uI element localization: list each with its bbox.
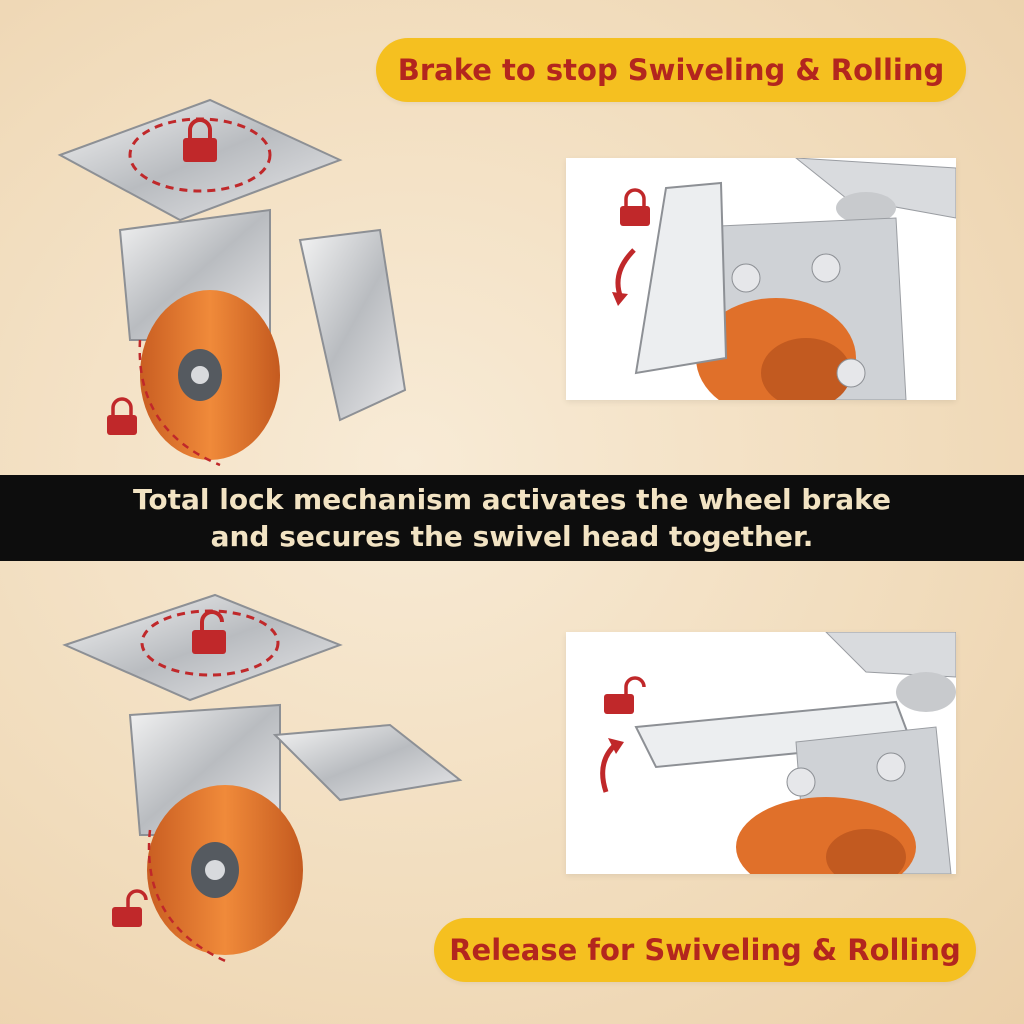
release-label-pill: Release for Swiveling & Rolling bbox=[434, 918, 976, 982]
brake-label: Brake to stop Swiveling & Rolling bbox=[397, 53, 945, 87]
padlock-open-icon bbox=[192, 610, 226, 654]
info-banner: Total lock mechanism activates the wheel… bbox=[0, 475, 1024, 561]
padlock-open-icon bbox=[112, 889, 148, 927]
brake-label-pill: Brake to stop Swiveling & Rolling bbox=[376, 38, 966, 102]
release-label: Release for Swiveling & Rolling bbox=[449, 933, 961, 967]
caster-locked-image bbox=[57, 98, 407, 467]
caster-released-image bbox=[62, 593, 463, 965]
curved-arrow-icon bbox=[600, 738, 624, 793]
padlock-closed-icon bbox=[183, 118, 217, 162]
padlock-closed-icon bbox=[107, 397, 137, 435]
brake-detail-locked-inset bbox=[566, 158, 956, 400]
banner-line-1: Total lock mechanism activates the wheel… bbox=[133, 483, 891, 516]
banner-line-2: and secures the swivel head together. bbox=[210, 520, 814, 553]
brake-detail-released-inset bbox=[566, 632, 956, 874]
curved-arrow-icon bbox=[612, 248, 636, 306]
padlock-open-icon bbox=[604, 676, 646, 714]
padlock-closed-icon bbox=[620, 188, 650, 226]
